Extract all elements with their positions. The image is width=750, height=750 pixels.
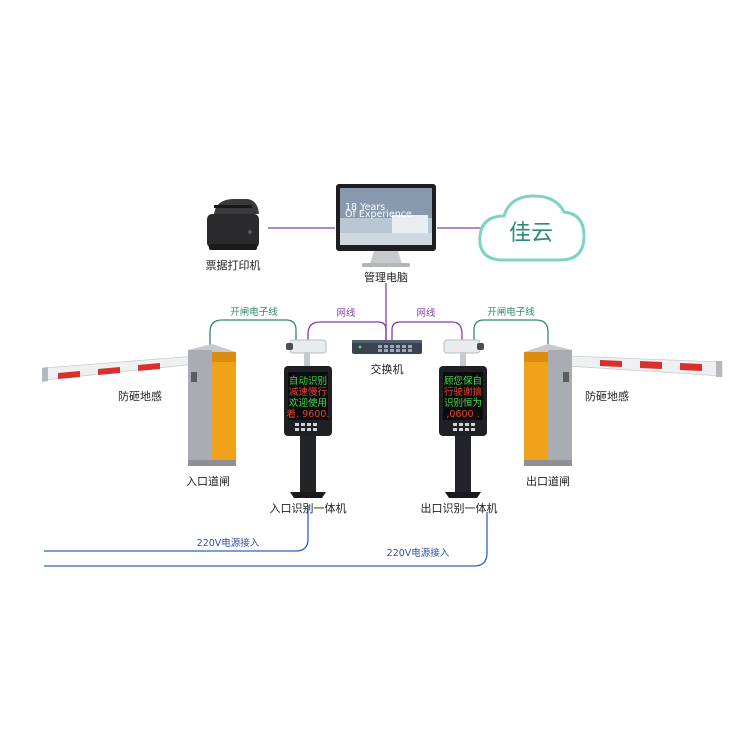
receipt-printer-icon: [207, 199, 259, 250]
entry-camera-terminal: [284, 339, 332, 498]
exit-camera-label: 出口识别一体机: [421, 501, 498, 515]
exit-gate-label: 出口道闸: [526, 474, 570, 488]
network-wire-left: [307, 321, 387, 344]
network-wire-right: [391, 321, 463, 344]
gate-wire-right: [473, 319, 549, 350]
monitor-screen-line1: 18 Years: [345, 202, 385, 213]
exit-led-line2: 行驶谢搞: [444, 386, 482, 398]
anti-smash-right-label: 防砸地感: [585, 389, 629, 403]
entry-led-line3: 欢迎使用: [289, 397, 327, 409]
anti-smash-left-label: 防砸地感: [118, 389, 162, 403]
exit-led-line1: 顾您保自: [444, 375, 482, 387]
monitor-screen-line2: Of Experience: [345, 209, 412, 220]
exit-gate-cabinet: [524, 344, 572, 466]
entry-camera-label: 入口识别一体机: [270, 501, 347, 515]
computer-label: 管理电脑: [364, 270, 408, 284]
printer-label: 票据打印机: [206, 258, 261, 272]
entry-barrier-arm: [42, 355, 197, 382]
power-line-right: [44, 512, 488, 567]
cloud-icon: [478, 194, 586, 262]
entry-led-line1: 自动识别: [289, 375, 327, 387]
power-label-right: 220V电源接入: [387, 547, 450, 559]
entry-gate-cabinet: [188, 344, 236, 466]
network-switch-icon: [352, 340, 422, 354]
exit-led-line3: 识别恒为: [444, 397, 482, 409]
management-computer-icon: 18 Years Of Experience: [336, 184, 436, 267]
gate-wire-left-label: 开闸电子线: [230, 306, 278, 318]
network-wire-right-label: 网线: [416, 307, 436, 319]
power-line-left: [44, 505, 309, 552]
network-wire-left-label: 网线: [336, 307, 356, 319]
power-label-left: 220V电源接入: [197, 537, 260, 549]
exit-led-line4: ,0600 .: [446, 409, 479, 420]
exit-camera-terminal: [439, 339, 487, 498]
entry-led-line2: 减速慢行: [289, 386, 328, 398]
entry-gate-label: 入口道闸: [186, 474, 230, 488]
entry-led-line4: 着. 9600.: [287, 408, 330, 420]
gate-wire-left: [209, 319, 297, 350]
switch-label: 交换机: [371, 362, 404, 376]
cloud-text: 佳云: [509, 221, 553, 246]
gate-wire-right-label: 开闸电子线: [487, 306, 535, 318]
exit-barrier-arm: [567, 355, 723, 377]
